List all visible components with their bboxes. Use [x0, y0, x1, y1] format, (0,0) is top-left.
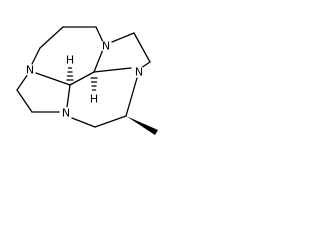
atom-n-top-right: N: [100, 40, 112, 53]
atom-n-right: N: [133, 66, 145, 79]
bond: [133, 32, 151, 63]
atom-n-left: N: [24, 64, 36, 77]
bond: [69, 71, 95, 86]
atom-label: N: [135, 66, 143, 79]
atom-labels: N N N N H H: [24, 40, 145, 120]
stereo-bonds: [66, 67, 98, 91]
bond: [140, 61, 151, 69]
bond: [35, 72, 71, 86]
atom-h-lower: H: [89, 93, 99, 106]
bond: [95, 26, 104, 43]
wedge-bond-methyl: [126, 116, 158, 135]
atom-n-bottom: N: [60, 107, 72, 120]
bond: [16, 89, 33, 113]
bond-lines: [16, 26, 151, 128]
atom-label: H: [90, 93, 98, 106]
hashed-bond-upper: [66, 67, 74, 81]
bond: [66, 84, 71, 108]
bond: [94, 115, 127, 128]
bond: [93, 46, 105, 73]
bond: [93, 67, 132, 73]
atom-h-upper: H: [65, 54, 75, 67]
bond: [111, 32, 135, 43]
hashed-bond-lower: [90, 77, 98, 91]
bond: [125, 77, 138, 117]
atom-label: H: [66, 54, 74, 67]
molecule-diagram: N N N N H H: [16, 26, 158, 135]
bond: [71, 117, 96, 128]
bond: [16, 73, 29, 91]
bond: [31, 47, 41, 65]
atom-label: N: [26, 64, 34, 77]
atom-label: N: [62, 107, 70, 120]
bond: [39, 26, 64, 49]
atom-label: N: [102, 40, 110, 53]
